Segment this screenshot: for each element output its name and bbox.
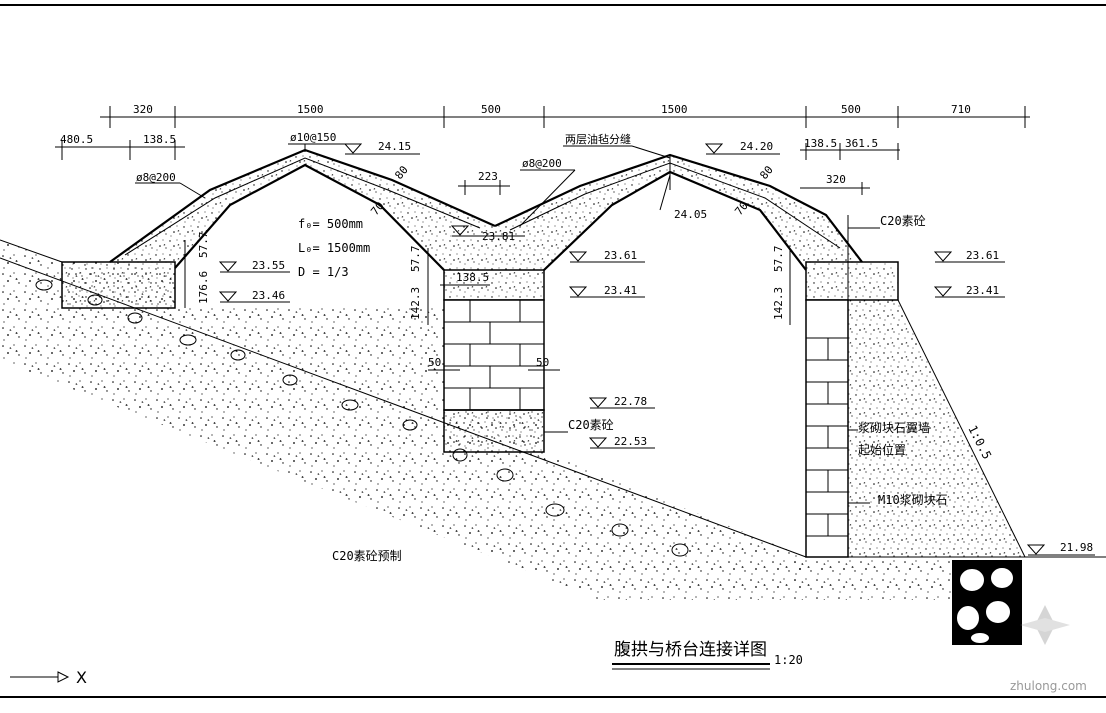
elev-mid-top: 23.61 [604, 249, 637, 262]
dim-right-a: 138.5 [804, 137, 837, 150]
right-abutment-cap [805, 261, 899, 301]
top-dimension-chain [100, 106, 1030, 128]
rebar-mid-label: ø8@200 [522, 157, 562, 170]
label-retaining-wall-2: 起始位置 [858, 442, 906, 457]
sub-dimension-lines [55, 140, 900, 371]
watermark-logo-icon [1020, 605, 1070, 645]
leader-lines [135, 143, 671, 227]
right-wing-fill [848, 300, 1025, 557]
elev-left-bottom: 23.46 [252, 289, 285, 302]
axis-arrow [10, 671, 70, 683]
param-f0: f₀= 500mm [298, 217, 363, 231]
elev-crown-left: 24.15 [378, 140, 411, 153]
label-slope-fill: C20素砼预制 [332, 549, 402, 563]
label-retaining-wall: 浆砌块石翼墙 [858, 420, 930, 435]
dim-left-a: 480.5 [60, 133, 93, 146]
rebar-top-label: ø10@150 [290, 131, 336, 144]
riprap-stones [952, 560, 1022, 645]
elev-right-top: 23.61 [966, 249, 999, 262]
pier-base [443, 409, 545, 453]
elev-toe: 21.98 [1060, 541, 1093, 554]
param-d: D = 1/3 [298, 265, 349, 279]
drawing-title: 腹拱与桥台连接详图 [614, 640, 767, 660]
vdim-mid-lower: 142.3 [409, 287, 422, 320]
watermark-text: zhulong.com [1010, 679, 1087, 693]
slope-top-line [0, 239, 63, 263]
dim-left-b: 138.5 [143, 133, 176, 146]
param-l0: L₀= 1500mm [298, 241, 370, 255]
dim-top-4: 1500 [661, 103, 688, 116]
right-wing-slope [897, 299, 1026, 558]
vdim-right-upper: 57.7 [772, 246, 785, 273]
material-leaders [544, 227, 880, 504]
vdim-left-upper: 57.7 [197, 232, 210, 259]
elev-right-bottom: 23.41 [966, 284, 999, 297]
pier-masonry [443, 299, 545, 411]
dim-top-1: 320 [133, 103, 153, 116]
vdim-left-lower: 176.6 [197, 271, 210, 304]
rebar-left-label: ø8@200 [136, 171, 176, 184]
dim-top-3: 500 [481, 103, 501, 116]
elev-pier-base-bottom: 22.53 [614, 435, 647, 448]
elev-valley: 23.81 [482, 230, 515, 243]
dim-right-c: 320 [826, 173, 846, 186]
elev-mid-bottom: 23.41 [604, 284, 637, 297]
elev-valley-under: 24.05 [674, 208, 707, 221]
dim-top-5: 500 [841, 103, 861, 116]
slope-soil-fill [0, 240, 806, 600]
vdim-mid-upper: 57.7 [409, 246, 422, 273]
elev-pier-base-top: 22.78 [614, 395, 647, 408]
dim-pier-top: 138.5 [456, 271, 489, 284]
dim-right-b: 361.5 [845, 137, 878, 150]
right-masonry [805, 215, 849, 558]
label-pier-base: C20素砼 [568, 418, 614, 432]
vdim-right-lower: 142.3 [772, 287, 785, 320]
dim-mid-gap: 223 [478, 170, 498, 183]
elev-crown-right: 24.20 [740, 140, 773, 153]
thickness-left-a: 80 [392, 163, 410, 182]
foundation-soil [790, 560, 952, 600]
dim-top-2: 1500 [297, 103, 324, 116]
label-masonry: M10浆砌块石 [878, 492, 948, 507]
elev-left-top: 23.55 [252, 259, 285, 272]
arch-right [484, 153, 863, 271]
left-abutment-seat [61, 261, 176, 309]
vertical-dimension-lines [184, 240, 791, 325]
thickness-right-a: 80 [757, 163, 775, 182]
axis-label: X [76, 668, 87, 687]
dim-pier-left: 50 [428, 356, 441, 369]
label-right-cap: C20素砼 [880, 214, 926, 228]
elevation-markers [218, 143, 1095, 556]
dim-top-6: 710 [951, 103, 971, 116]
drawing-scale: 1:20 [774, 653, 803, 667]
dim-pier-right: 50 [536, 356, 549, 369]
joint-label: 两层油毡分缝 [565, 132, 631, 146]
